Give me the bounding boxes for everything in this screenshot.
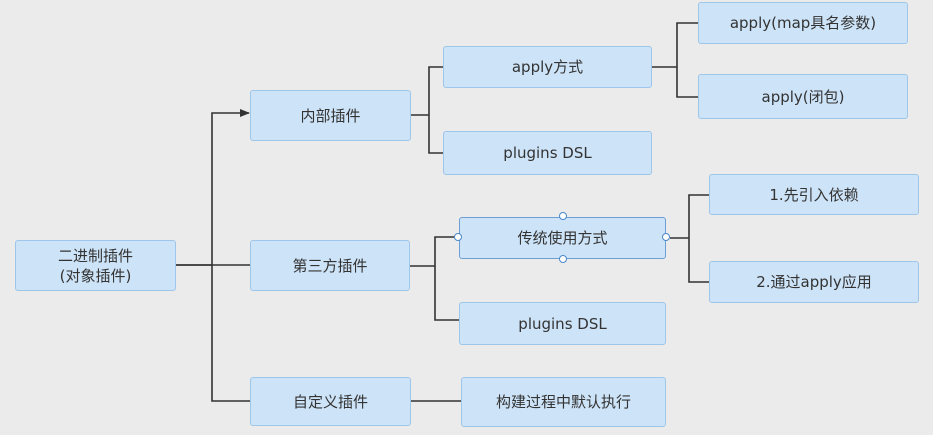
resize-handle-left[interactable]: [454, 233, 462, 241]
node-internal-plugin[interactable]: 内部插件: [250, 90, 411, 141]
connector-apply-children: [652, 22, 698, 98]
node-import-dependency[interactable]: 1.先引入依赖: [709, 174, 919, 215]
connector-root-internal: [176, 109, 250, 266]
resize-handle-right[interactable]: [662, 233, 670, 241]
node-traditional-usage[interactable]: 传统使用方式: [459, 217, 666, 259]
resize-handle-top[interactable]: [559, 212, 567, 220]
resize-handle-bottom[interactable]: [559, 255, 567, 263]
node-third-party-plugins-dsl[interactable]: plugins DSL: [459, 302, 666, 345]
node-apply-via-apply[interactable]: 2.通过apply应用: [709, 261, 919, 303]
node-apply-closure[interactable]: apply(闭包): [698, 74, 908, 119]
root-node[interactable]: 二进制插件 (对象插件): [15, 240, 176, 291]
connector-root-custom: [211, 265, 250, 402]
node-custom-plugin[interactable]: 自定义插件: [250, 377, 411, 426]
root-node-line2: (对象插件): [59, 266, 132, 285]
connector-thirdparty-children: [410, 236, 459, 321]
node-apply-method[interactable]: apply方式: [443, 46, 652, 88]
connector-traditional-children: [670, 194, 709, 283]
node-third-party-plugin[interactable]: 第三方插件: [250, 240, 410, 291]
node-internal-plugins-dsl[interactable]: plugins DSL: [443, 131, 652, 175]
node-apply-map-params[interactable]: apply(map具名参数): [698, 2, 908, 44]
root-node-line1: 二进制插件: [57, 246, 133, 265]
connector-internal-children: [411, 66, 443, 154]
node-build-default-exec[interactable]: 构建过程中默认执行: [461, 377, 666, 427]
